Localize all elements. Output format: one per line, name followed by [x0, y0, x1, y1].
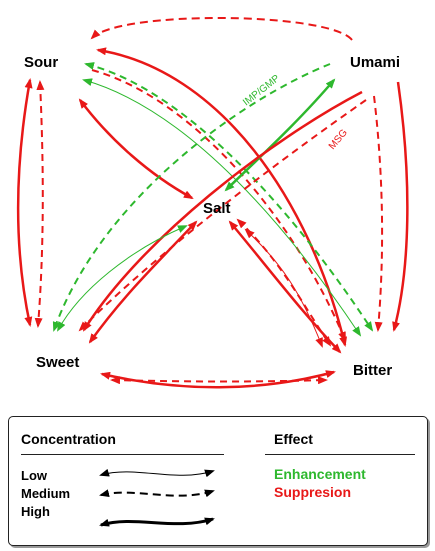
arrow-umami-salt-enhancement-high — [224, 78, 336, 192]
legend-effect-enhancement: Enhancement — [274, 466, 366, 482]
legend-line-low — [99, 468, 215, 478]
legend-line-medium — [99, 489, 215, 498]
arrow-umami-bitter-suppression-high — [392, 81, 409, 332]
legend-concentration-divider — [21, 454, 224, 455]
arrow-umami-bitter-suppression-medium — [373, 95, 384, 332]
arrow-sour-salt-suppression — [78, 98, 194, 200]
node-salt: Salt — [203, 200, 231, 217]
arrow-salt-bitter-suppression-high — [228, 220, 342, 354]
legend-effect-divider — [265, 454, 415, 455]
arrow-bitter-sweet-suppression-medium — [78, 99, 367, 332]
arrow-sour-sweet-suppression-medium — [34, 80, 45, 328]
arrow-sweet-bitter-suppression-medium — [110, 376, 328, 385]
legend-level-high: High — [21, 504, 50, 519]
legend-line-samples — [99, 468, 215, 527]
legend-line-high — [99, 517, 215, 527]
node-sweet: Sweet — [36, 354, 80, 371]
arrow-sour-sweet-suppression-high — [16, 78, 33, 327]
arrow-salt-sweet-suppression-high — [88, 220, 198, 344]
arrow-sour-bitter-suppression-high — [96, 47, 348, 347]
node-sour: Sour — [24, 54, 59, 71]
arrow-salt-bitter-suppression-low — [244, 228, 323, 348]
arrow-salt-sweet-enhancement-low — [57, 225, 188, 332]
node-umami: Umami — [350, 54, 401, 71]
legend: Concentration Effect Low Medium High Enh… — [8, 416, 428, 546]
node-bitter: Bitter — [353, 362, 393, 379]
legend-effect-title: Effect — [274, 431, 313, 447]
legend-concentration-title: Concentration — [21, 431, 116, 447]
legend-level-low: Low — [21, 468, 47, 483]
msg-label: MSG — [327, 127, 350, 152]
legend-effect-suppression: Suppresion — [274, 484, 352, 500]
arrow-umami-sour-suppression — [90, 16, 353, 41]
taste-interaction-diagram: IMP/GMP MSG — [16, 16, 409, 389]
legend-level-medium: Medium — [21, 486, 71, 501]
